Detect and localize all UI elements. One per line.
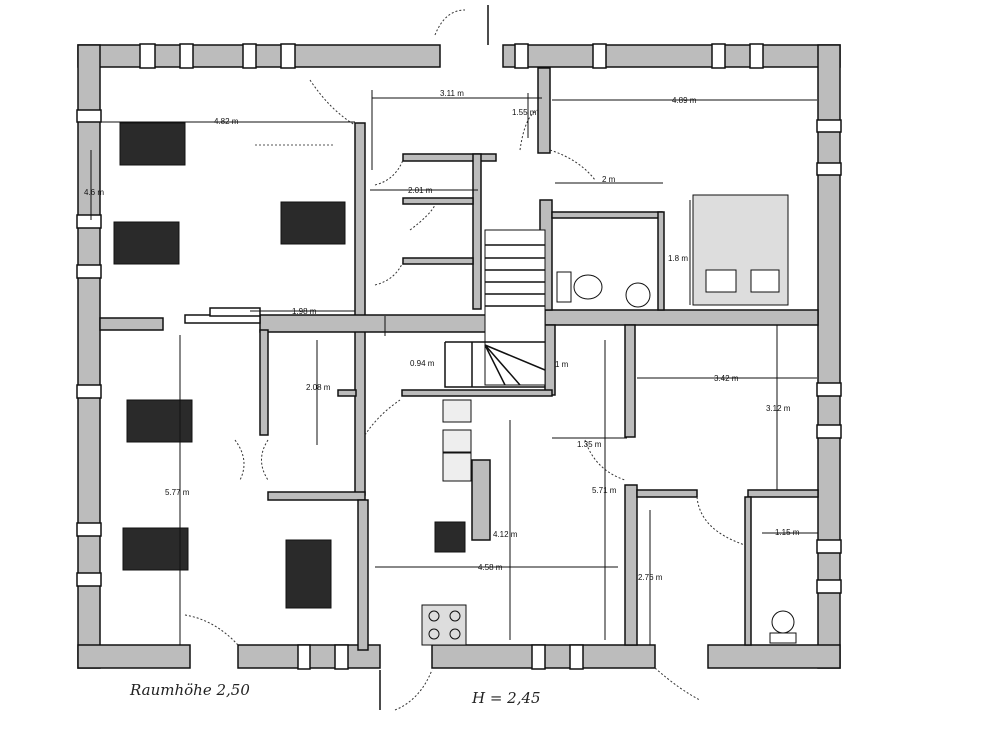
windows: [76, 43, 842, 670]
dim-hall-depth: 1.55 m: [512, 108, 537, 117]
dim-small-room-depth: 2.08 m: [306, 383, 331, 392]
dim-bath-depth: 1.8 m: [668, 254, 688, 263]
dim-kitchen-width: 4.58 m: [478, 563, 503, 572]
furniture: [113, 122, 797, 646]
interior-walls: [99, 67, 819, 651]
dim-window-gap: 4.6 m: [84, 188, 104, 197]
dim-corridor-depth: 1 m: [555, 360, 569, 369]
dim-wc-depth: 2.76 m: [638, 573, 663, 582]
dim-hall-width: 3.11 m: [440, 89, 464, 98]
dim-pantry-width: 1.35 m: [577, 440, 602, 449]
dim-stair-landing: 0.94 m: [410, 359, 435, 368]
dim-room-east-width: 3.42 m: [714, 374, 739, 383]
dim-living-width: 4.82 m: [214, 117, 239, 126]
dim-closet-width: 2.01 m: [408, 186, 433, 195]
staircase: [444, 229, 546, 388]
dimension-labels: 4.82 m 4.6 m 3.11 m 1.55 m 4.89 m 2.01 m…: [84, 89, 800, 707]
dim-kitchen-counter: 4.12 m: [493, 530, 518, 539]
dim-bath-width: 2 m: [602, 175, 616, 184]
door-swings: [184, 5, 746, 711]
dim-room-east-depth: 3.12 m: [766, 404, 791, 413]
dimension-lines: [90, 90, 818, 645]
dim-dining-length: 5.77 m: [165, 488, 190, 497]
note-ceiling-height-left: Raumhöhe 2,50: [129, 681, 250, 699]
dim-wc-width: 1.15 m: [775, 528, 800, 537]
exterior-walls: [77, 44, 841, 669]
dim-bedroom-width: 4.89 m: [672, 96, 697, 105]
note-ceiling-height-right: H = 2,45: [471, 689, 541, 707]
dim-kitchen-length: 5.71 m: [592, 486, 617, 495]
dim-wall-segment: 1.98 m: [292, 307, 317, 316]
